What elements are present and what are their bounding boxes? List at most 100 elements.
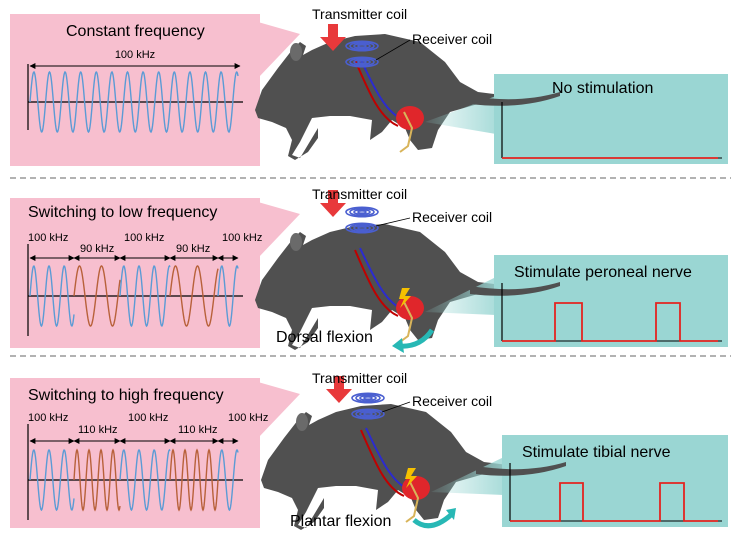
waveform-100khz bbox=[217, 448, 239, 512]
waveform-100khz bbox=[29, 448, 75, 512]
stimulation-panel-title: Stimulate tibial nerve bbox=[522, 444, 671, 461]
rat-tail bbox=[470, 92, 560, 106]
coil-ring bbox=[345, 222, 379, 234]
waveform-100khz bbox=[217, 264, 239, 328]
rat-tail bbox=[476, 462, 566, 476]
coil-ring bbox=[355, 409, 381, 419]
receiver-coil-icon bbox=[345, 222, 379, 234]
wire-red bbox=[360, 429, 405, 497]
coil-ring bbox=[363, 412, 373, 416]
freq-label-4: 90 kHz bbox=[176, 243, 210, 255]
waveform-100khz bbox=[29, 70, 239, 134]
wire-red bbox=[354, 59, 399, 127]
red-arrow-shaft bbox=[328, 24, 338, 38]
frequency-panel-title: Switching to high frequency bbox=[28, 387, 224, 404]
stimulation-panel bbox=[494, 255, 728, 347]
coil-ring bbox=[353, 208, 371, 216]
transmitter-coil-icon bbox=[345, 206, 379, 218]
rat-ear bbox=[290, 233, 302, 251]
coil-ring bbox=[359, 394, 377, 402]
coil-ring bbox=[355, 393, 381, 403]
lightning-icon bbox=[399, 288, 411, 308]
transmitter-label: Transmitter coil bbox=[312, 186, 407, 202]
rat-ear bbox=[290, 43, 302, 61]
coil-ring bbox=[349, 41, 375, 51]
transmitter-coil-icon bbox=[345, 40, 379, 52]
coil-ring bbox=[357, 44, 367, 48]
freq-label-1: 100 kHz bbox=[28, 412, 68, 424]
coil-ring bbox=[345, 56, 379, 68]
wire-red bbox=[354, 249, 399, 317]
receiver-coil-icon bbox=[345, 56, 379, 68]
pink-pointer bbox=[258, 382, 300, 438]
waveform-alt bbox=[169, 448, 219, 512]
waveform-100khz bbox=[119, 448, 171, 512]
coil-ring bbox=[351, 392, 385, 404]
coil-ring bbox=[349, 57, 375, 67]
freq-label-3: 100 kHz bbox=[124, 232, 164, 244]
coil-ring bbox=[363, 396, 373, 400]
curved-arrow-head bbox=[392, 338, 404, 353]
coil-ring bbox=[357, 60, 367, 64]
receiver-leader bbox=[375, 217, 411, 227]
rat-silhouette bbox=[255, 34, 548, 160]
nerve bbox=[405, 481, 420, 523]
pink-pointer bbox=[258, 22, 300, 78]
stimulation-panel bbox=[494, 74, 728, 164]
panel-2: Switching to low frequency 100 kHz 90 kHz 1… bbox=[10, 186, 728, 353]
pink-pointer bbox=[258, 202, 300, 258]
nerve bbox=[399, 111, 414, 153]
curved-arrow-icon bbox=[412, 512, 454, 529]
frequency-panel-title: Constant frequency bbox=[66, 23, 205, 40]
flexion-label: Dorsal flexion bbox=[276, 329, 373, 346]
coil-ring bbox=[349, 207, 375, 217]
wire-blue bbox=[365, 427, 407, 489]
red-down-arrow-icon bbox=[326, 389, 352, 403]
wire-blue bbox=[359, 247, 401, 309]
teal-cone bbox=[425, 96, 496, 134]
rat-silhouette bbox=[255, 224, 548, 350]
coil-ring bbox=[357, 210, 367, 214]
receiver-leader bbox=[375, 39, 411, 61]
transmitter-label: Transmitter coil bbox=[312, 6, 407, 22]
coil-ring bbox=[359, 410, 377, 418]
stimulation-pulse-trace bbox=[510, 482, 718, 522]
coil-ring bbox=[345, 206, 379, 218]
rat-ear bbox=[296, 413, 308, 431]
waveform-alt bbox=[169, 265, 219, 327]
teal-cone bbox=[425, 277, 496, 315]
waveform-alt bbox=[73, 448, 121, 512]
coil-ring bbox=[353, 224, 371, 232]
flexion-label: Plantar flexion bbox=[290, 513, 391, 530]
panel-3: Switching to high frequency 100 kHz 110 kH… bbox=[10, 370, 728, 530]
red-down-arrow-icon bbox=[320, 203, 346, 217]
freq-label-5: 100 kHz bbox=[228, 412, 268, 424]
leg-muscle bbox=[396, 106, 424, 130]
red-arrow-shaft bbox=[334, 376, 344, 390]
transmitter-label: Transmitter coil bbox=[312, 370, 407, 386]
leg-muscle bbox=[396, 296, 424, 320]
freq-label-3: 100 kHz bbox=[128, 412, 168, 424]
freq-label-1: 100 kHz bbox=[28, 232, 68, 244]
receiver-label: Receiver coil bbox=[412, 393, 492, 409]
receiver-label: Receiver coil bbox=[412, 209, 492, 225]
stimulation-panel-title: Stimulate peroneal nerve bbox=[514, 264, 692, 281]
frequency-panel bbox=[10, 198, 260, 348]
teal-cone bbox=[431, 457, 504, 495]
freq-label-4: 110 kHz bbox=[178, 424, 218, 436]
coil-ring bbox=[349, 223, 375, 233]
receiver-leader bbox=[381, 401, 411, 413]
waveform-100khz bbox=[29, 264, 75, 328]
coil-ring bbox=[353, 58, 371, 66]
receiver-label: Receiver coil bbox=[412, 31, 492, 47]
coil-ring bbox=[357, 226, 367, 230]
freq-label-5: 100 kHz bbox=[222, 232, 262, 244]
coil-ring bbox=[353, 42, 371, 50]
lightning-icon bbox=[405, 468, 417, 488]
frequency-panel-title: Switching to low frequency bbox=[28, 204, 217, 221]
stimulation-panel-title: No stimulation bbox=[552, 80, 653, 97]
receiver-coil-icon bbox=[351, 408, 385, 420]
curved-arrow-head bbox=[446, 508, 456, 520]
rat-tail bbox=[470, 282, 560, 296]
red-down-arrow-icon bbox=[320, 37, 346, 51]
